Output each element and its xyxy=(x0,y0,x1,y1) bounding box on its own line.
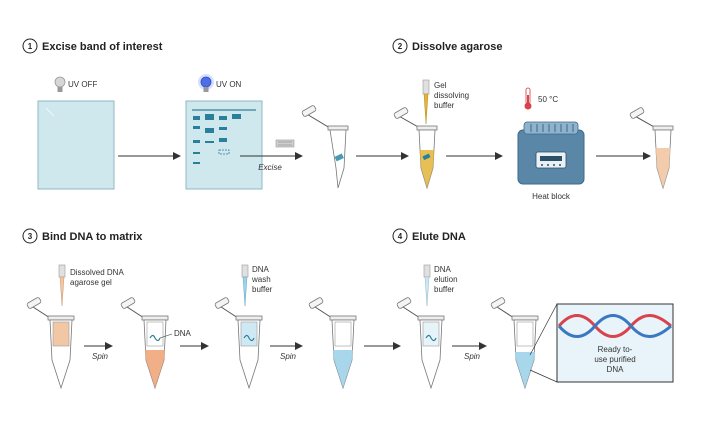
step-2-title: Dissolve agarose xyxy=(412,41,503,53)
agarose-gel-uv xyxy=(185,100,263,190)
gel-band xyxy=(219,127,227,130)
spin-label-3: Spin xyxy=(464,352,481,361)
gel-buffer-label-2: dissolving xyxy=(434,91,469,100)
step-4-number: 4 xyxy=(398,232,403,241)
step-1-title: Excise band of interest xyxy=(42,41,163,53)
step-3-number: 3 xyxy=(28,232,33,241)
step-2-number: 2 xyxy=(398,42,403,51)
gel-slice-icon xyxy=(275,139,295,148)
step-4-title: Elute DNA xyxy=(412,231,466,243)
gel-band xyxy=(193,116,200,120)
heat-block-label: Heat block xyxy=(532,192,571,201)
step-1-number-circle xyxy=(22,38,38,54)
gel-band xyxy=(193,162,200,164)
gel-band xyxy=(205,114,214,120)
step-1-header: 1 Excise band of interest xyxy=(22,38,163,54)
excised-band-outline xyxy=(218,149,230,155)
dna-strand-red xyxy=(557,314,672,338)
gel-glare xyxy=(45,107,55,117)
purified-label-3: DNA xyxy=(607,365,625,374)
gel-band xyxy=(193,140,200,143)
spin-column-tube-bound xyxy=(120,297,169,390)
spin-label-2: Spin xyxy=(280,352,297,361)
pipette-icon xyxy=(58,264,66,307)
tube-purified-dna xyxy=(490,297,539,390)
gel-band xyxy=(205,141,214,143)
tube-with-buffer xyxy=(393,107,438,190)
thermometer-icon xyxy=(524,87,532,110)
gel-buffer-label-3: buffer xyxy=(434,101,455,110)
gel-band xyxy=(219,138,227,142)
dna-strand-blue xyxy=(557,314,672,338)
wash-buffer-label-3: buffer xyxy=(252,285,273,294)
gel-band xyxy=(193,152,200,154)
zoom-line-bottom xyxy=(529,369,558,383)
uv-off-label: UV OFF xyxy=(68,80,97,89)
pipette-icon xyxy=(423,264,431,307)
heat-block-icon xyxy=(517,121,585,185)
elution-buffer-label-3: buffer xyxy=(434,285,455,294)
gel-buffer-label-1: Gel xyxy=(434,81,447,90)
spin-column-tube-loaded xyxy=(26,297,75,390)
zoom-line-top xyxy=(529,303,558,356)
purified-label-2: use purified xyxy=(594,355,635,364)
wash-buffer-label-2: wash xyxy=(251,275,271,284)
pipette-icon xyxy=(422,79,430,125)
step-4-number-circle xyxy=(392,228,408,244)
step-1-number: 1 xyxy=(28,42,33,51)
dna-pointer-line xyxy=(159,333,173,339)
bulb-on-icon xyxy=(198,74,214,92)
step-2-number-circle xyxy=(392,38,408,54)
step-3-title: Bind DNA to matrix xyxy=(42,231,143,243)
gel-band xyxy=(232,114,241,119)
spin-column-tube-elution xyxy=(396,297,445,390)
agarose-gel-plain xyxy=(37,100,115,190)
step-3-header: 3 Bind DNA to matrix xyxy=(22,228,143,244)
dissolved-gel-label-2: agarose gel xyxy=(70,278,112,287)
elution-buffer-label-1: DNA xyxy=(434,265,452,274)
spin-column-tube-wash xyxy=(214,297,263,390)
gel-band xyxy=(193,126,200,129)
purified-label-1: Ready to- xyxy=(598,345,633,354)
excise-label: Excise xyxy=(258,163,282,172)
pipette-icon xyxy=(241,264,249,307)
bulb-off-icon xyxy=(54,76,66,92)
gel-band xyxy=(219,116,227,120)
purified-dna-callout: Ready to- use purified DNA xyxy=(556,303,674,383)
wash-buffer-label-1: DNA xyxy=(252,265,270,274)
uv-on-label: UV ON xyxy=(216,80,242,89)
gel-band xyxy=(205,128,214,133)
tube-dissolved-gel xyxy=(629,107,674,190)
spin-column-tube-washed xyxy=(308,297,357,390)
step-4-header: 4 Elute DNA xyxy=(392,228,466,244)
dna-label: DNA xyxy=(174,329,192,338)
step-2-header: 2 Dissolve agarose xyxy=(392,38,503,54)
tube-with-gel-slice xyxy=(301,105,349,189)
step-3-number-circle xyxy=(22,228,38,244)
dissolved-gel-label-1: Dissolved DNA xyxy=(70,268,124,277)
spin-label-1: Spin xyxy=(92,352,109,361)
elution-buffer-label-2: elution xyxy=(434,275,458,284)
temperature-label: 50 °C xyxy=(538,95,558,104)
